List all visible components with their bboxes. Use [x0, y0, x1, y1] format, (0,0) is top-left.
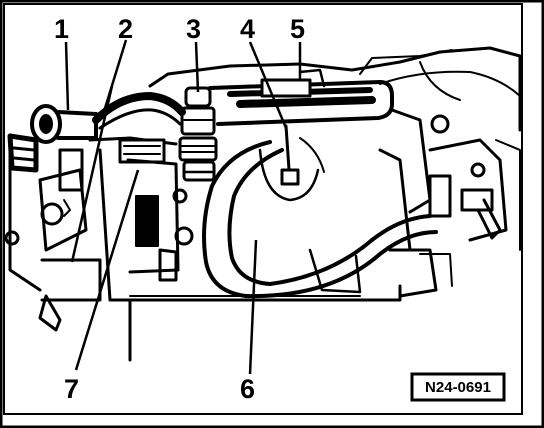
leader-line-1 — [64, 41, 70, 111]
leader-line-3 — [194, 41, 200, 93]
leader-line-6 — [248, 239, 258, 375]
reference-code: N24-0691 — [425, 379, 491, 396]
callout-5: 5 — [290, 14, 305, 44]
callout-labels: 1 2 3 4 5 6 7 — [54, 14, 305, 404]
leader-lines — [64, 39, 302, 375]
fuel-rail — [208, 68, 394, 126]
callout-2: 2 — [118, 14, 133, 44]
upper-engine-outline — [148, 46, 522, 132]
callout-4: 4 — [240, 14, 255, 44]
diagram-inner-border — [3, 3, 523, 415]
injector-valve — [178, 86, 218, 182]
engine-illustration — [4, 46, 522, 362]
left-bracket — [4, 148, 102, 332]
right-assembly — [308, 108, 521, 298]
callout-7: 7 — [64, 374, 79, 404]
callout-3: 3 — [186, 14, 201, 44]
leader-line-2b — [70, 85, 114, 263]
leader-line-2 — [100, 39, 128, 119]
engine-block — [98, 148, 402, 362]
callout-1: 1 — [54, 14, 69, 44]
mounting-bolt — [258, 124, 325, 202]
coolant-hose — [202, 140, 438, 299]
callout-6: 6 — [240, 374, 255, 404]
leader-line-4 — [248, 41, 288, 129]
leader-line-7 — [74, 169, 140, 371]
reference-code-box: N24-0691 — [410, 372, 506, 402]
